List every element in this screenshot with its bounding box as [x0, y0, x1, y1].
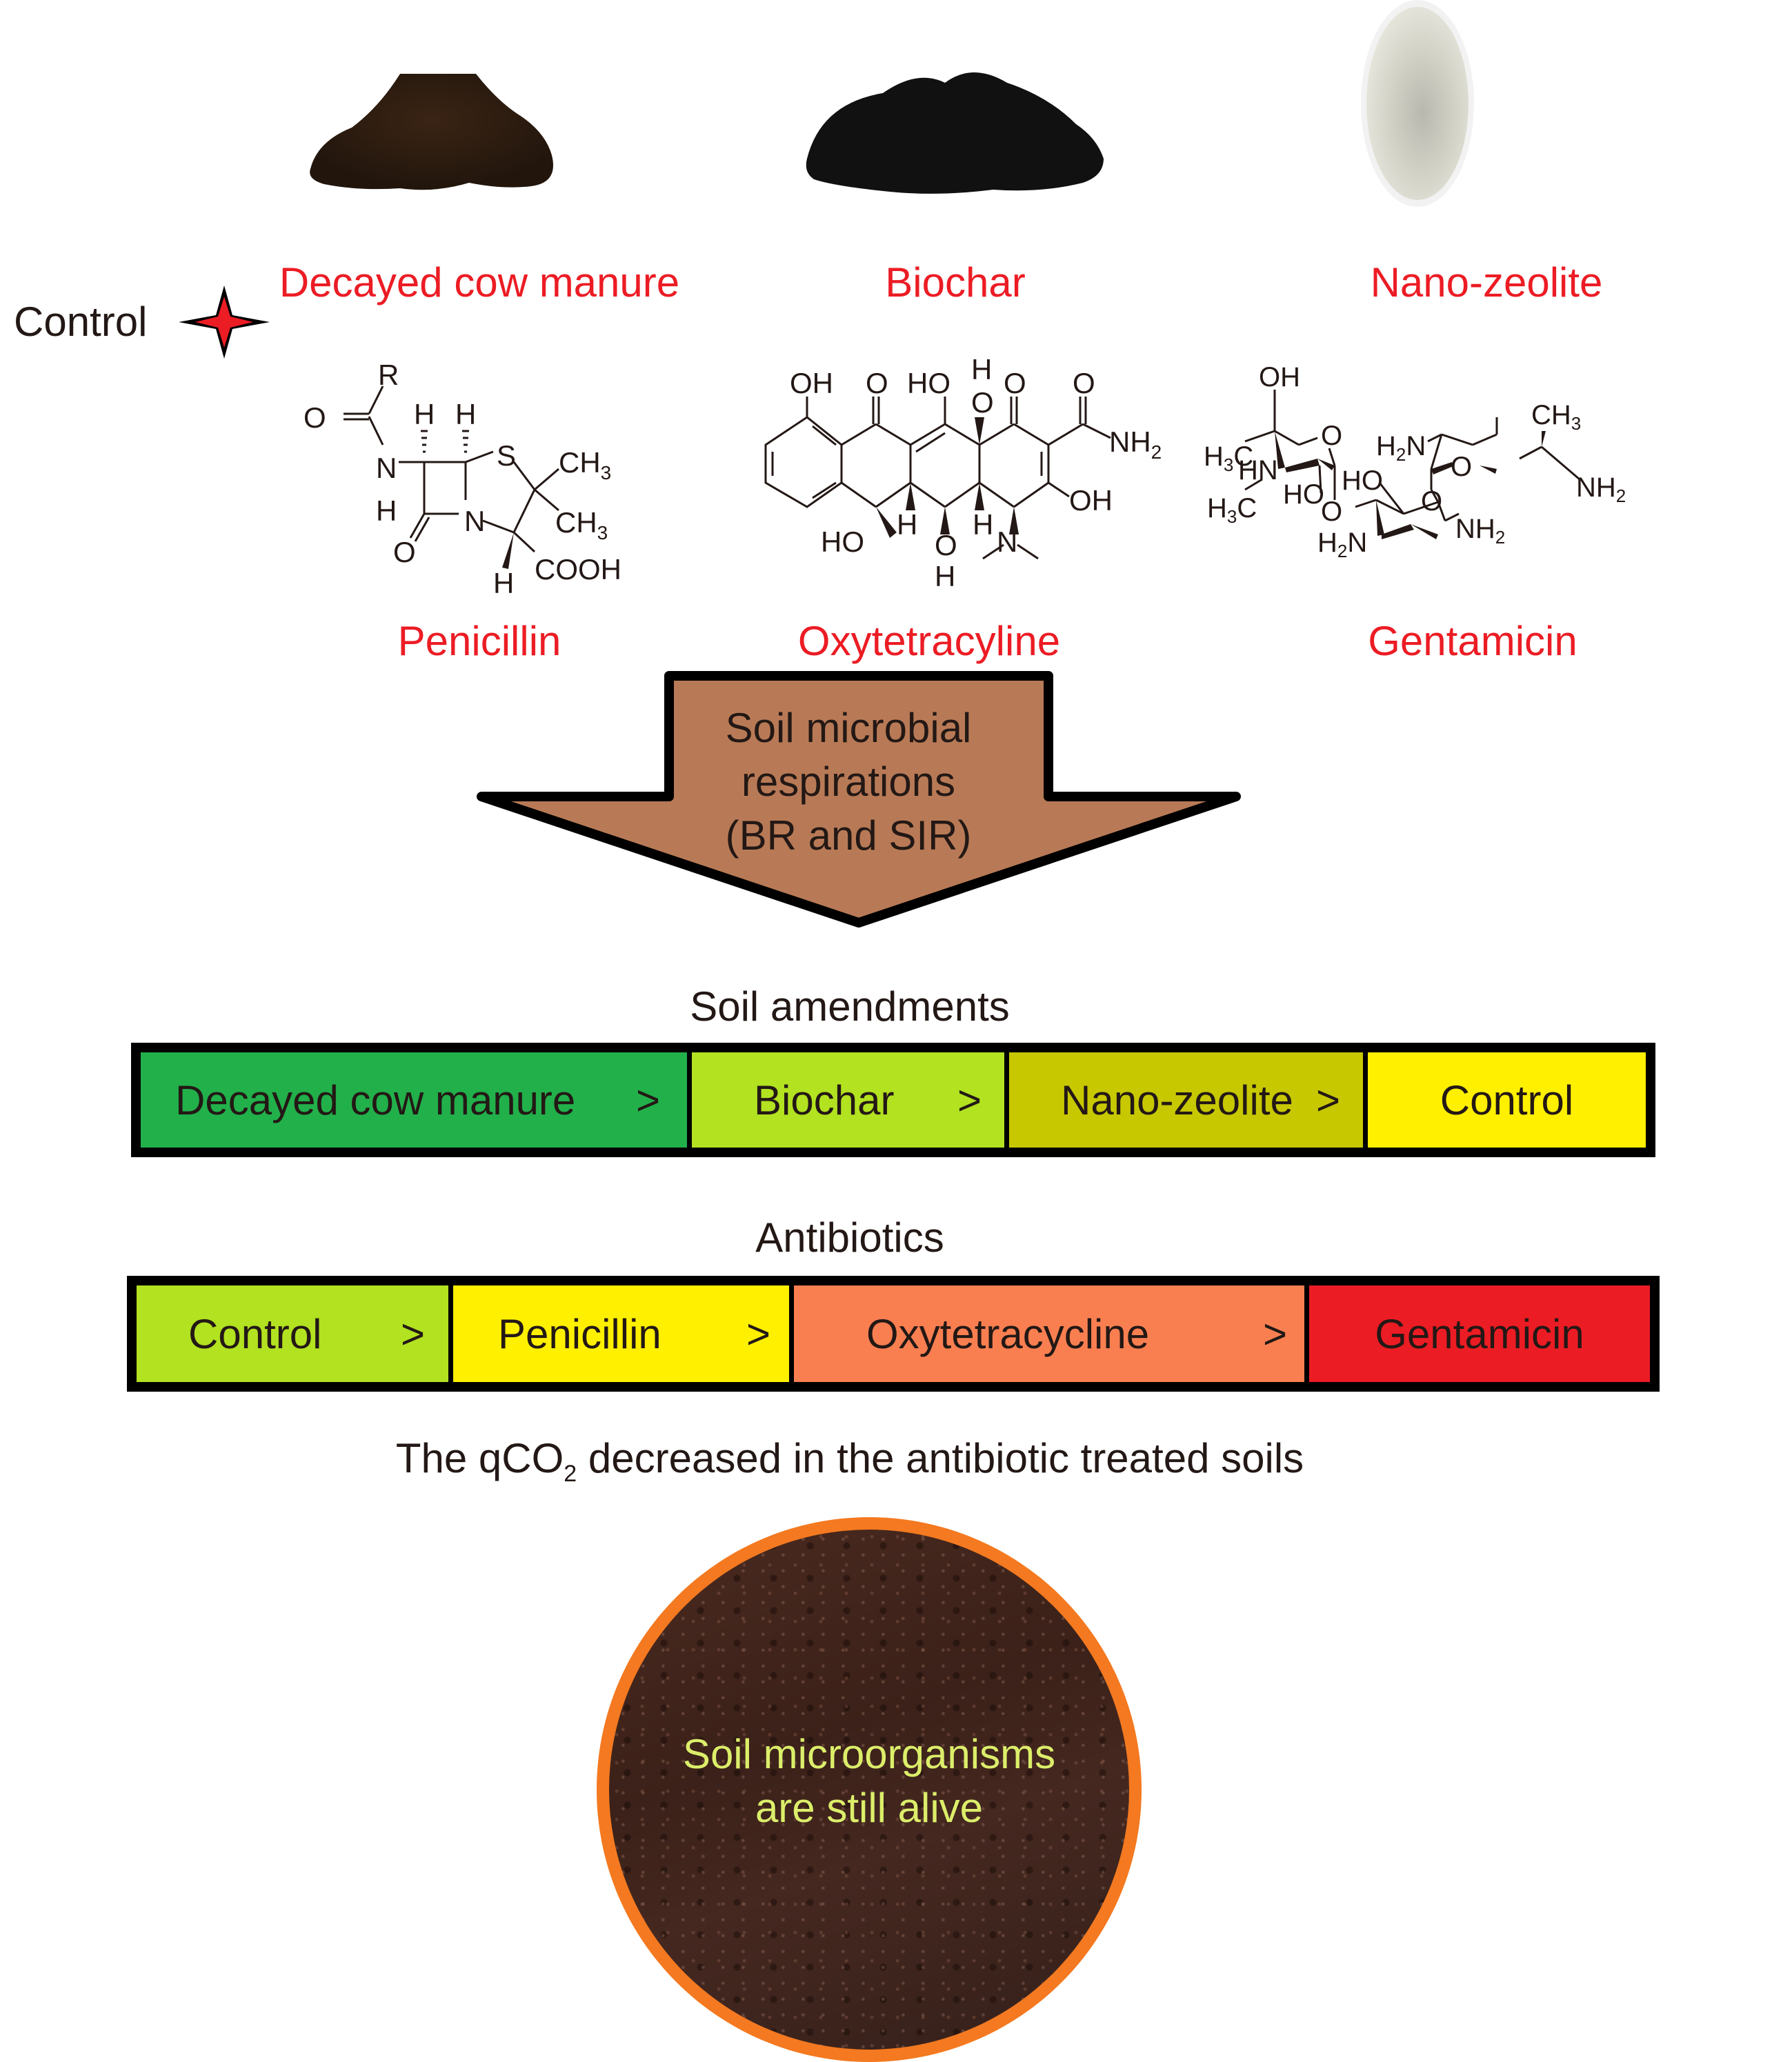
ranking-segment-control: Control > — [137, 1285, 448, 1382]
soil-amendments-ranking-bar: Decayed cow manure > Biochar > Nano-zeol… — [131, 1043, 1655, 1157]
svg-text:O: O — [393, 536, 416, 568]
svg-text:H: H — [414, 398, 435, 430]
arrow-caption-line-1: Soil microbial — [725, 705, 972, 751]
ranking-segment-cow-manure: Decayed cow manure > — [141, 1052, 687, 1148]
svg-text:O: O — [866, 367, 888, 399]
amendment-label-biochar: Biochar — [885, 259, 1026, 306]
segment-label: Gentamicin — [1375, 1310, 1584, 1357]
svg-text:OH: OH — [790, 367, 833, 399]
conclusion-suffix: decreased in the antibiotic treated soil… — [577, 1435, 1304, 1481]
nano-zeolite-dish-photo — [1361, 0, 1474, 207]
antibiotic-label-penicillin: Penicillin — [397, 618, 561, 664]
svg-text:OH: OH — [1069, 484, 1113, 517]
amendment-label-nano-zeolite: Nano-zeolite — [1370, 259, 1603, 306]
svg-text:H: H — [493, 567, 514, 599]
cow-manure-pile-photo — [310, 74, 553, 190]
antibiotic-label-gentamicin: Gentamicin — [1368, 618, 1577, 664]
svg-text:N: N — [997, 525, 1017, 558]
arrow-caption-line-3: (BR and SIR) — [725, 812, 972, 859]
svg-text:O: O — [1073, 367, 1095, 399]
svg-text:CH3: CH3 — [1531, 400, 1581, 434]
svg-text:H: H — [455, 398, 476, 430]
antibiotics-title: Antibiotics — [755, 1214, 944, 1261]
svg-text:CH3: CH3 — [559, 446, 611, 483]
ranking-segment-control: Control — [1363, 1052, 1646, 1148]
segment-label: Control — [1440, 1077, 1574, 1123]
svg-text:O: O — [1004, 367, 1026, 399]
oxytetracycline-structure: OH O HO H O O O NH2 OH HO H O H H N — [764, 353, 1162, 592]
qco2-conclusion: The qCO2 decreased in the antibiotic tre… — [395, 1435, 1304, 1487]
svg-text:O: O — [971, 386, 994, 419]
segment-label: Penicillin — [498, 1310, 661, 1357]
biochar-pile-photo — [806, 72, 1104, 194]
svg-text:H: H — [935, 560, 955, 592]
penicillin-structure: R O N H H H S CH3 CH3 N O H COOH — [303, 359, 621, 599]
svg-text:H: H — [897, 508, 917, 541]
ranking-segment-nano-zeolite: Nano-zeolite > — [1004, 1052, 1363, 1148]
soil-photo-circle: Soil microorganisms are still alive — [597, 1517, 1142, 2062]
svg-text:COOH: COOH — [535, 553, 621, 585]
svg-text:N: N — [464, 505, 485, 537]
gentamicin-structure: OH O H3C HN H3C HO O HO H2N H2N O O CH3 … — [1204, 366, 1626, 561]
soil-circle-caption-line-1: Soil microorganisms — [682, 1731, 1056, 1777]
svg-text:H2N: H2N — [1317, 528, 1367, 561]
svg-text:H: H — [973, 508, 993, 541]
svg-text:HO: HO — [907, 367, 950, 399]
four-point-star-icon — [179, 286, 270, 359]
ranking-segment-biochar: Biochar > — [687, 1052, 1004, 1148]
svg-text:NH2: NH2 — [1576, 472, 1626, 506]
control-label: Control — [14, 299, 148, 345]
svg-text:H2N: H2N — [1376, 431, 1426, 465]
antibiotics-ranking-bar: Control > Penicillin > Oxytetracycline >… — [127, 1276, 1660, 1392]
conclusion-subscript: 2 — [564, 1461, 577, 1487]
arrow-caption-line-2: respirations — [741, 759, 956, 805]
greater-than-sign: > — [636, 1077, 661, 1123]
svg-text:HO: HO — [1342, 466, 1383, 496]
conclusion-prefix: The qCO — [395, 1435, 564, 1481]
svg-text:H: H — [376, 494, 397, 527]
greater-than-sign: > — [746, 1310, 771, 1357]
segment-label: Nano-zeolite — [1061, 1077, 1293, 1123]
segment-label: Oxytetracycline — [866, 1310, 1150, 1357]
soil-circle-caption-line-2: are still alive — [755, 1785, 984, 1831]
svg-text:O: O — [935, 529, 957, 561]
antibiotic-label-oxytetracycline: Oxytetracyline — [797, 618, 1061, 664]
svg-text:CH3: CH3 — [555, 506, 608, 543]
amendment-label-cow-manure: Decayed cow manure — [279, 259, 680, 306]
svg-text:NH2: NH2 — [1109, 426, 1162, 463]
ranking-segment-gentamicin: Gentamicin — [1304, 1285, 1650, 1382]
arrow-caption: Soil microbial respirations (BR and SIR) — [690, 701, 1007, 863]
greater-than-sign: > — [1263, 1310, 1288, 1357]
greater-than-sign: > — [401, 1310, 426, 1357]
svg-text:HO: HO — [1283, 479, 1324, 510]
svg-text:O: O — [1321, 497, 1342, 527]
svg-text:O: O — [1421, 486, 1442, 517]
svg-text:H3C: H3C — [1207, 493, 1257, 527]
down-arrow-shape — [477, 671, 1241, 928]
segment-label: Control — [188, 1310, 322, 1357]
segment-label: Biochar — [754, 1077, 895, 1123]
greater-than-sign: > — [957, 1077, 982, 1123]
atom-r: R — [378, 359, 399, 391]
svg-text:O: O — [1321, 421, 1342, 451]
svg-text:HO: HO — [821, 525, 864, 558]
soil-circle-caption: Soil microorganisms are still alive — [597, 1728, 1142, 1835]
svg-text:HN: HN — [1238, 455, 1278, 486]
soil-amendments-title: Soil amendments — [690, 983, 1010, 1030]
segment-label: Decayed cow manure — [175, 1077, 576, 1123]
ranking-segment-penicillin: Penicillin > — [448, 1285, 789, 1382]
svg-text:NH2: NH2 — [1455, 514, 1505, 548]
soil-texture — [609, 1530, 1129, 2050]
svg-text:OH: OH — [1259, 366, 1300, 392]
svg-text:N: N — [376, 452, 397, 484]
svg-text:H: H — [971, 353, 992, 386]
svg-text:O: O — [303, 401, 326, 434]
greater-than-sign: > — [1316, 1077, 1341, 1123]
ranking-segment-oxytetracycline: Oxytetracycline > — [789, 1285, 1304, 1382]
svg-text:O: O — [1451, 452, 1472, 482]
svg-text:S: S — [497, 439, 516, 472]
